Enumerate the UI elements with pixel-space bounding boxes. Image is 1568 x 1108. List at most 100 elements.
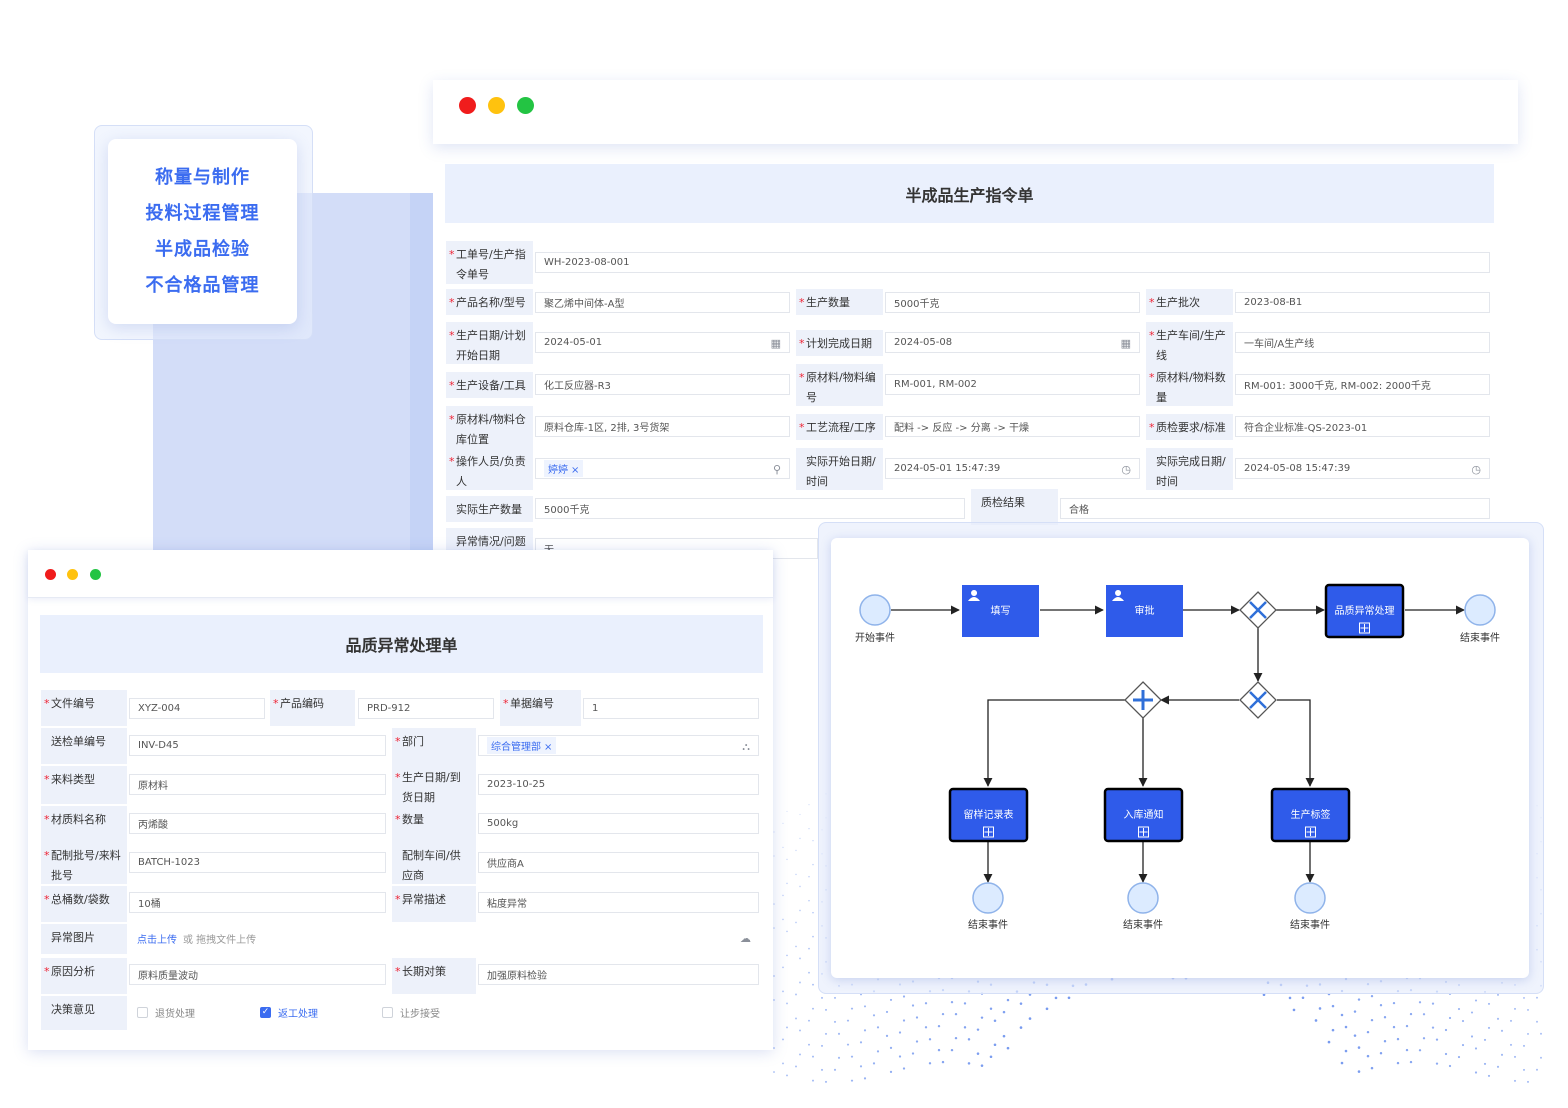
checkbox[interactable] [382, 1006, 393, 1018]
decor-dot [1331, 1004, 1335, 1008]
calendar-icon[interactable]: ▦ [1120, 337, 1131, 350]
field-input[interactable]: 综合管理部× ⛬ [478, 735, 759, 756]
subprocess-node[interactable] [1270, 787, 1351, 843]
field-input[interactable]: 2023-10-25 [478, 774, 759, 795]
field-input[interactable]: 符合企业标准-QS-2023-01 [1235, 416, 1490, 437]
end-event-label: 结束事件 [968, 918, 1008, 931]
end-event[interactable] [1294, 882, 1326, 914]
decor-dot [1536, 1068, 1538, 1071]
subprocess-expand-icon[interactable] [1359, 622, 1370, 634]
decor-dot [859, 1065, 863, 1068]
field-input[interactable]: 聚乙烯中间体-A型 [535, 292, 790, 313]
upload-link[interactable]: 点击上传 [137, 935, 177, 946]
decor-dot [1067, 996, 1071, 1000]
calendar-icon[interactable]: ▦ [770, 337, 781, 350]
field-input[interactable]: PRD-912 [358, 698, 494, 719]
clock-icon[interactable]: ◷ [1121, 463, 1131, 476]
end-event[interactable] [1464, 594, 1496, 626]
field-input[interactable]: 原料质量波动 [129, 964, 386, 985]
field-label-text: 产品编码 [280, 697, 324, 710]
decor-dot [1496, 1017, 1500, 1020]
field-input[interactable]: 点击上传或 拖拽文件上传☁ [129, 928, 759, 949]
decision-option[interactable]: ✓返工处理 [260, 1005, 370, 1020]
start-event[interactable] [859, 594, 891, 626]
field-input[interactable]: 2023-08-B1 [1235, 292, 1490, 313]
selected-tag[interactable]: 婷婷× [544, 460, 584, 477]
maximize-window-button[interactable] [90, 569, 101, 580]
field-input[interactable]: 婷婷× ⚲ [535, 458, 790, 479]
field-input[interactable]: RM-001, RM-002 [885, 374, 1140, 395]
field-input[interactable]: WH-2023-08-001 [535, 252, 1490, 273]
field-input[interactable]: 2024-05-01 15:47:39◷ [885, 458, 1140, 479]
field-input[interactable]: 2024-05-08 15:47:39◷ [1235, 458, 1490, 479]
decor-dot [795, 945, 797, 948]
close-window-button[interactable] [459, 97, 476, 114]
field-input[interactable]: BATCH-1023 [129, 852, 386, 873]
field-input[interactable]: 供应商A [478, 852, 759, 873]
field-input[interactable]: INV-D45 [129, 735, 386, 756]
checkbox[interactable] [137, 1006, 148, 1018]
field-input[interactable]: XYZ-004 [129, 698, 265, 719]
field-input[interactable]: 合格 [1060, 498, 1490, 519]
field-label-text: 工单号/生产指令单号 [456, 248, 526, 281]
end-event[interactable] [1127, 882, 1159, 914]
field-input[interactable]: 10桶 [129, 892, 386, 913]
field-input[interactable]: 5000千克 [535, 498, 965, 519]
decor-dot [1457, 1007, 1461, 1011]
decor-dot [1483, 1038, 1487, 1041]
checkbox-checked[interactable]: ✓ [260, 1006, 271, 1018]
feature-item: 投料过程管理 [145, 203, 260, 224]
decor-dot [786, 930, 788, 933]
field-input[interactable]: 加强原料检验 [478, 964, 759, 985]
subprocess-node[interactable] [1324, 583, 1405, 639]
maximize-window-button[interactable] [517, 97, 534, 114]
decision-option[interactable]: 退货处理 [137, 1005, 247, 1020]
subprocess-node[interactable] [1103, 787, 1184, 843]
field-value: 符合企业标准-QS-2023-01 [1244, 423, 1368, 434]
field-input[interactable]: 化工反应器-R3 [535, 374, 790, 395]
decor-dot [795, 1017, 797, 1020]
decor-dot [782, 822, 784, 825]
decor-dot [786, 954, 788, 957]
decor-dot [1405, 1048, 1409, 1052]
user-icon[interactable]: ⚲ [772, 463, 781, 476]
subprocess-expand-icon[interactable] [983, 826, 994, 838]
field-input[interactable]: 500kg [478, 813, 759, 834]
close-window-button[interactable] [45, 569, 56, 580]
field-input[interactable]: 5000千克 [885, 292, 1140, 313]
field-input[interactable]: RM-001: 3000千克, RM-002: 2000千克 [1235, 374, 1490, 395]
decor-dot [782, 846, 784, 849]
decor-dot [1523, 1044, 1525, 1047]
field-input[interactable]: 2024-05-01▦ [535, 332, 790, 353]
org-chart-icon[interactable]: ⛬ [742, 740, 750, 753]
field-input[interactable]: 原材料 [129, 774, 386, 795]
cloud-upload-icon[interactable]: ☁ [740, 932, 751, 945]
clock-icon[interactable]: ◷ [1471, 463, 1481, 476]
end-event[interactable] [972, 882, 1004, 914]
decor-dot [1448, 1016, 1452, 1020]
decor-dot [1409, 1012, 1413, 1016]
field-value: PRD-912 [367, 703, 411, 714]
field-input[interactable]: 一车间/A生产线 [1235, 332, 1490, 353]
selected-tag[interactable]: 综合管理部× [487, 737, 557, 754]
tag-remove-icon[interactable]: × [571, 465, 580, 476]
field-input[interactable]: 1 [583, 698, 759, 719]
field-input[interactable]: 配料 -> 反应 -> 分离 -> 干燥 [885, 416, 1140, 437]
decor-dot [915, 1016, 919, 1019]
field-input[interactable]: 丙烯酸 [129, 813, 386, 834]
subprocess-expand-icon[interactable] [1305, 826, 1316, 838]
field-input[interactable]: 2024-05-08▦ [885, 332, 1140, 353]
minimize-window-button[interactable] [488, 97, 505, 114]
field-label-text: 生产日期/计划开始日期 [456, 329, 526, 362]
field-input[interactable]: 原料仓库-1区, 2排, 3号货架 [535, 416, 790, 437]
subprocess-node[interactable] [948, 787, 1029, 843]
field-input[interactable]: 粘度异常 [478, 892, 759, 913]
decor-dot [812, 935, 814, 938]
decision-option[interactable]: 让步接受 [382, 1005, 492, 1020]
minimize-window-button[interactable] [67, 569, 78, 580]
decor-dot [950, 1001, 954, 1004]
decor-dot [1392, 1025, 1396, 1029]
subprocess-expand-icon[interactable] [1138, 826, 1149, 838]
decor-dot [1353, 1010, 1357, 1013]
tag-remove-icon[interactable]: × [544, 742, 553, 753]
